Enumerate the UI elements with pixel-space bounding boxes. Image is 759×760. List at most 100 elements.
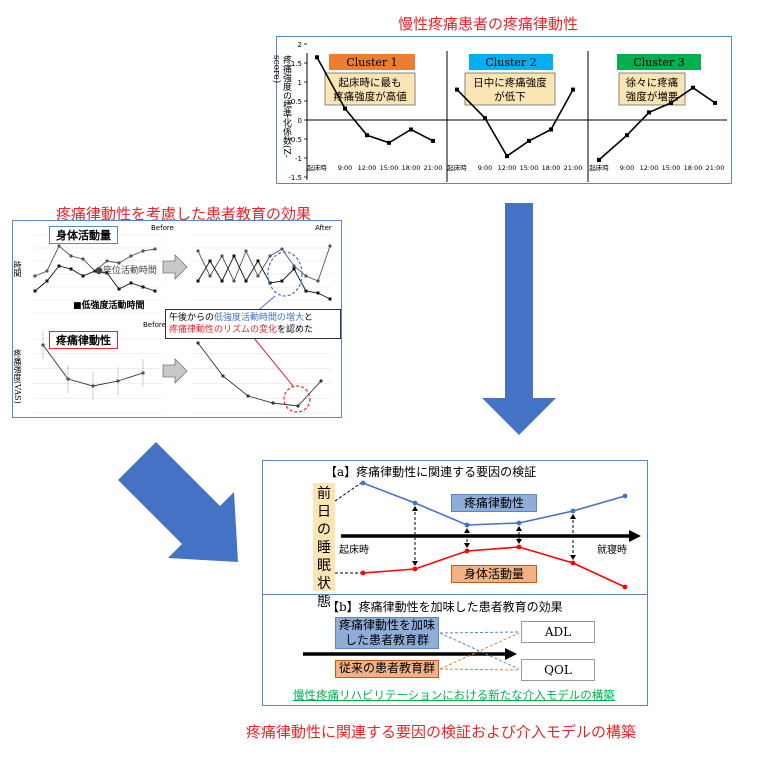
- cluster-line: [456, 89, 574, 158]
- before-low-intensity-point: [57, 264, 61, 268]
- relation-head-down: [464, 543, 470, 548]
- after-vas-point: [271, 401, 275, 405]
- y-tick-label: -1: [295, 155, 302, 163]
- y-tick-label: 1.5: [291, 60, 302, 68]
- cluster-point: [571, 87, 575, 92]
- qol-box: QOL: [521, 659, 595, 681]
- activity-box: 身体活動量: [451, 565, 537, 583]
- cluster-x-label: 21:00: [706, 164, 725, 172]
- top-title: 慢性疼痛患者の疼痛律動性: [398, 15, 579, 33]
- diagonal-arrow: [118, 442, 238, 562]
- cluster-desc-line: が低下: [494, 90, 526, 103]
- after-low-intensity-point: [196, 279, 200, 283]
- cluster-title-box: [617, 54, 701, 70]
- pain-rhythm-line: [362, 482, 626, 526]
- activity-point: [464, 548, 470, 554]
- relation-head-up: [570, 514, 576, 519]
- y-tick-label: -0.5: [288, 136, 302, 144]
- cluster-x-label: 15:00: [380, 164, 399, 172]
- activity-point: [570, 560, 576, 566]
- cluster-x-label: 9:00: [620, 164, 635, 172]
- after-low-intensity-point: [316, 291, 320, 295]
- cluster-x-label: 18:00: [402, 164, 421, 172]
- after-sedentary-point: [268, 254, 272, 258]
- cluster-title: Cluster 1: [346, 56, 397, 69]
- cluster-ylabel: 疼痛強度の標準化係数(Z-score): [271, 55, 291, 158]
- before-low-intensity-point: [81, 274, 85, 278]
- cluster-line: [316, 56, 434, 144]
- activity-line: [362, 546, 626, 588]
- note-red: 疼痛律動性のリズムの変化: [169, 325, 278, 335]
- before-sedentary-point: [105, 259, 109, 263]
- cluster-desc-line: 起床時に最も: [339, 76, 402, 89]
- b-title: 【b】疼痛律動性を加味した患者教育の効果: [327, 600, 563, 614]
- after-sedentary-point: [220, 254, 224, 258]
- highlight-circle-red: [283, 385, 311, 413]
- vas-axis-label: 疼痛強度(VAS): [13, 349, 22, 404]
- after-low-intensity: [197, 254, 331, 300]
- cluster-x-label: 起床時: [447, 163, 467, 172]
- factor-chart: [334, 480, 641, 590]
- time-axis-label: 時間: [13, 261, 22, 277]
- cluster-point: [315, 55, 319, 60]
- relation-head-up: [516, 526, 522, 531]
- cluster-x-label: 18:00: [684, 164, 703, 172]
- cluster-point: [713, 100, 717, 105]
- pain-rhythm-point: [464, 522, 470, 528]
- after-sedentary-point: [304, 274, 308, 278]
- sedentary-label: ●座位活動時間: [95, 266, 157, 276]
- before-low-intensity-point: [117, 287, 121, 291]
- relation-head-down: [570, 555, 576, 560]
- gray-shift-arrow: [162, 254, 188, 280]
- relation-head-up: [412, 506, 418, 511]
- before-low-intensity-point: [141, 285, 145, 289]
- after-low-intensity-point: [232, 254, 236, 258]
- pain-rhythm-point: [360, 480, 366, 486]
- note-blue: 低強度活動時間の増大: [214, 313, 305, 323]
- cluster-x-label: 21:00: [424, 164, 443, 172]
- wake-label: 起床時: [339, 545, 369, 556]
- cluster-desc-line: 強度が増悪: [626, 90, 679, 103]
- cluster-title-box: [329, 54, 415, 70]
- after-sedentary-point: [244, 249, 248, 253]
- highlight-ellipse-blue: [267, 251, 303, 297]
- time-axis-head: [629, 530, 641, 542]
- cluster-line: [598, 86, 716, 161]
- before-low-intensity-point: [45, 279, 49, 283]
- pain-rhythm-point: [570, 508, 576, 514]
- cluster-point: [691, 85, 695, 90]
- cluster-point: [343, 106, 347, 111]
- sleep-link-top: [334, 482, 362, 502]
- result-note: 午後からの低強度活動時間の増大と疼痛律動性のリズムの変化を認めた: [165, 309, 341, 339]
- before-sedentary-point: [45, 269, 49, 273]
- after-vas-point: [246, 394, 250, 398]
- cluster-point: [505, 154, 509, 159]
- after-sedentary-point: [256, 274, 260, 278]
- gray-shift-arrow: [162, 358, 188, 384]
- before-sedentary-point: [153, 247, 157, 251]
- after-sedentary-point: [208, 274, 212, 278]
- before-sedentary-point: [81, 257, 85, 261]
- before-sedentary-point: [69, 254, 73, 258]
- before-low-intensity-point: [33, 289, 37, 293]
- cluster-desc-line: 疼痛強度が高値: [333, 90, 407, 103]
- cluster-x-label: 9:00: [478, 164, 493, 172]
- before-low-intensity-point: [105, 271, 109, 275]
- before-sedentary-point: [117, 261, 121, 265]
- pain-rhythm-point: [412, 500, 418, 506]
- cluster-desc-line: 日中に疼痛強度: [473, 76, 547, 89]
- relation-head-up: [464, 528, 470, 533]
- cluster-point: [527, 138, 531, 143]
- after-sedentary-point: [292, 264, 296, 268]
- activity-label: 身体活動量: [49, 226, 118, 244]
- note-suffix: を認めた: [277, 325, 314, 335]
- note-prefix: 午後からの: [169, 313, 215, 323]
- cluster-x-label: 起床時: [307, 163, 327, 172]
- cluster-point: [365, 133, 369, 138]
- bottom-title: 疼痛律動性に関連する要因の検証および介入モデルの構築: [246, 723, 637, 741]
- section-separator: [263, 594, 647, 595]
- activity-point: [622, 584, 628, 590]
- before-sedentary-point: [129, 254, 133, 258]
